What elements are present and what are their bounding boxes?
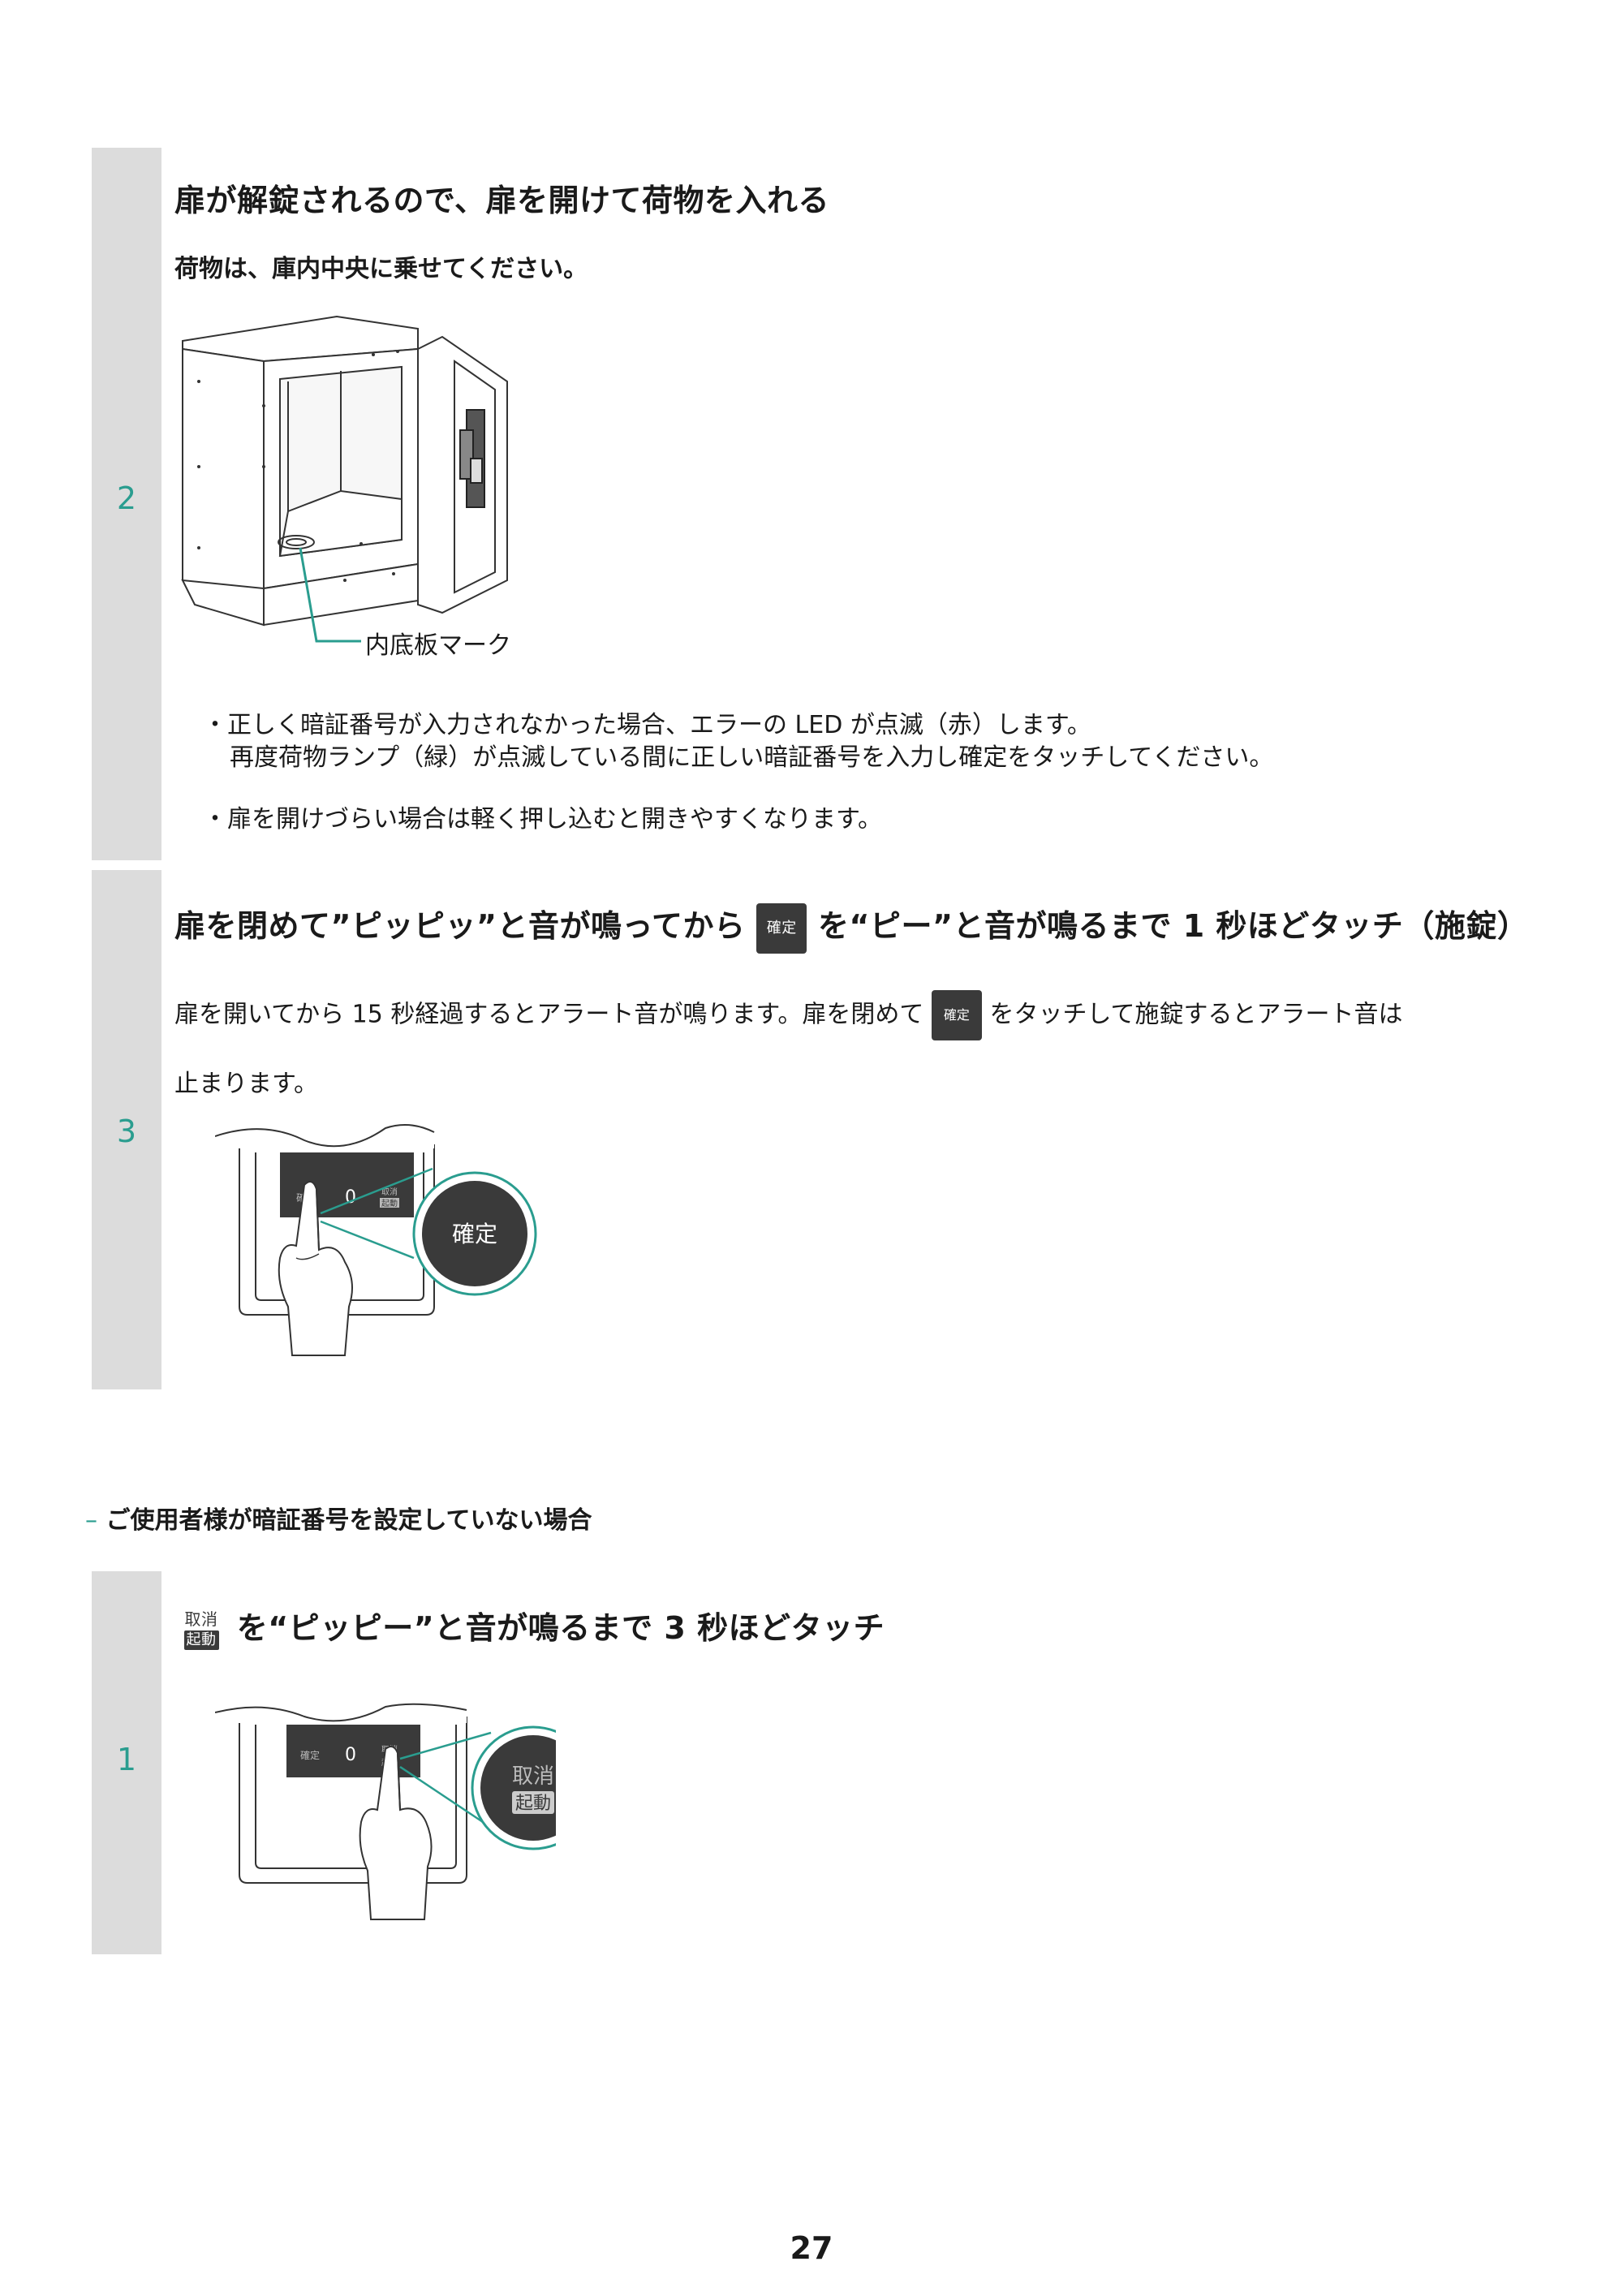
title-text: を“ピッピー”と音が鳴るまで 3 秒ほどタッチ <box>236 1610 885 1646</box>
page-number: 27 <box>790 2230 833 2266</box>
step-bar-1: 1 <box>92 1571 161 1954</box>
locker-illustration <box>181 315 508 643</box>
step-bar-3: 3 <box>92 870 161 1389</box>
step-subtitle: 荷物は、庫内中央に乗せてください。 <box>174 255 588 283</box>
keypad-label: 0 <box>345 1187 356 1208</box>
bullet-item: ・扉を開けづらい場合は軽く押し込むと開きやすくなります。 <box>203 799 882 834</box>
step-body: 扉を開いてから 15 秒経過するとアラート音が鳴ります。扉を閉めて 確定 をタッ… <box>174 990 1403 1040</box>
keypad-label: 取消 <box>381 1187 398 1197</box>
zoom-key-label: 取消 <box>512 1764 554 1789</box>
callout-label: 内底板マーク <box>365 631 511 660</box>
cancel-start-key-icon: 取消 起動 <box>177 1605 226 1655</box>
bullet-text: 正しく暗証番号が入力されなかった場合、エラーの LED が点滅（赤）します。 <box>227 711 1091 739</box>
keypad-label: 0 <box>345 1745 356 1765</box>
bullet-dot: ・ <box>203 711 227 739</box>
keypad-touch-illustration: 確定 0 取消 起動 取消 起動 <box>215 1703 556 1920</box>
step-title: 扉が解錠されるので、扉を開けて荷物を入れる <box>174 183 829 218</box>
step-body-line2: 止まります。 <box>174 1070 318 1098</box>
section-heading-text: ご使用者様が暗証番号を設定していない場合 <box>105 1506 592 1535</box>
confirm-key-icon: 確定 <box>931 990 982 1040</box>
confirm-key-icon: 確定 <box>756 902 807 954</box>
zoom-key-label: 起動 <box>515 1794 551 1814</box>
step-number: 1 <box>116 1742 137 1777</box>
bullet-item-continued: 再度荷物ランプ（緑）が点滅している間に正しい暗証番号を入力し確定をタッチしてくだ… <box>230 743 1274 772</box>
body-text: 扉を開いてから 15 秒経過するとアラート音が鳴ります。扉を閉めて <box>174 1000 924 1029</box>
key-bottom-label: 起動 <box>183 1630 219 1650</box>
title-text: を“ピー”と音が鳴るまで 1 秒ほどタッチ（施錠） <box>818 908 1529 944</box>
keypad-label: 起動 <box>381 1198 398 1208</box>
step-number: 2 <box>116 480 137 516</box>
section-heading: – ご使用者様が暗証番号を設定していない場合 <box>85 1500 592 1536</box>
keypad-label: 確定 <box>300 1749 320 1761</box>
step-bar-2: 2 <box>92 148 161 860</box>
key-top-label: 取消 <box>184 1609 218 1629</box>
section-dash: – <box>85 1506 97 1535</box>
title-text: 扉を閉めて”ピッピッ”と音が鳴ってから <box>174 908 746 944</box>
keypad-touch-illustration: 確定 0 取消 起動 確定 <box>215 1124 537 1356</box>
step-title: 扉を閉めて”ピッピッ”と音が鳴ってから 確定 を“ピー”と音が鳴るまで 1 秒ほ… <box>174 901 1528 954</box>
zoom-key-label: 確定 <box>452 1221 497 1247</box>
bullet-dot: ・ <box>203 805 227 834</box>
bullet-item: ・正しく暗証番号が入力されなかった場合、エラーの LED が点滅（赤）します。 <box>203 704 1091 740</box>
step-title: 取消 起動 を“ピッピー”と音が鳴るまで 3 秒ほどタッチ <box>177 1603 885 1655</box>
body-text: をタッチして施錠するとアラート音は <box>989 1000 1403 1029</box>
bullet-text: 扉を開けづらい場合は軽く押し込むと開きやすくなります。 <box>227 805 882 834</box>
step-number: 3 <box>116 1114 137 1149</box>
